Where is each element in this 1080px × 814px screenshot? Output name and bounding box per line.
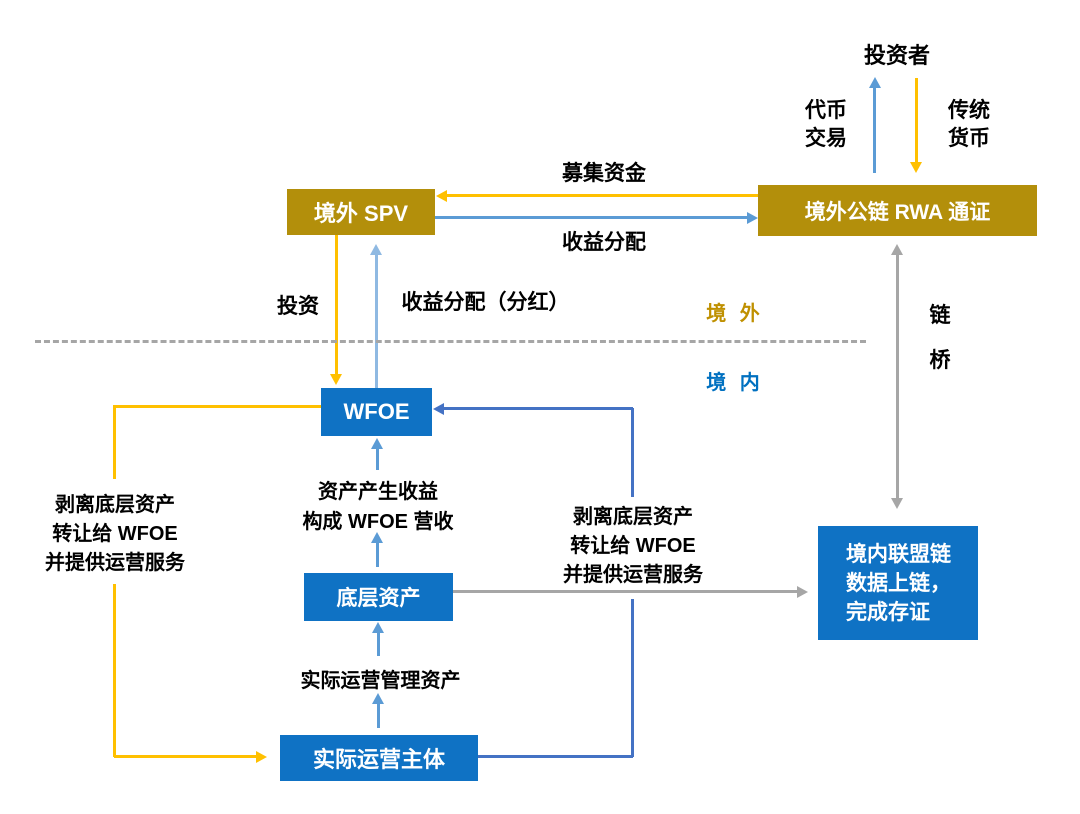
chain-bridge-arrow-line — [896, 254, 899, 499]
manage-assets-arrowhead-upper-icon — [372, 622, 384, 633]
divest-right-label: 剥离底层资产 转让给 WFOE 并提供运营服务 — [563, 506, 703, 586]
profit-distribution-arrowhead-right-icon — [747, 212, 758, 224]
chain-bridge-label-chain: 链 — [929, 304, 951, 327]
asset-income-arrow-upper-line — [376, 449, 379, 470]
divest-right-path-vertical-lower — [631, 599, 634, 757]
asset-income-arrowhead-upper-icon — [371, 438, 383, 449]
offshore-spv-box: 境外 SPV — [287, 189, 435, 235]
manage-assets-label: 实际运营管理资产 — [300, 670, 461, 692]
divest-right-path-top-line — [444, 407, 633, 410]
invest-label: 投资 — [277, 295, 319, 318]
divest-right-path-bottom-line — [478, 755, 633, 758]
profit-distribution-arrow-line — [435, 216, 747, 219]
attestation-arrowhead-right-icon — [797, 586, 808, 598]
traditional-currency-arrowhead-down-icon — [910, 162, 922, 173]
chain-bridge-label-bridge: 桥 — [929, 349, 951, 372]
raise-funds-label: 募集资金 — [562, 162, 646, 185]
onshore-region-label: 境 内 — [706, 372, 764, 394]
dividend-label: 收益分配（分红） — [401, 291, 570, 314]
divest-left-path-top-line — [114, 405, 321, 408]
divest-left-path-vertical-upper — [113, 405, 116, 479]
offshore-rwa-token-box: 境外公链 RWA 通证 — [758, 185, 1037, 236]
divest-left-arrowhead-right-icon — [256, 751, 267, 763]
invest-arrowhead-down-icon — [330, 374, 342, 385]
traditional-currency-arrow-line — [915, 78, 918, 162]
underlying-assets-box: 底层资产 — [304, 573, 453, 621]
divest-right-arrowhead-left-icon — [433, 403, 444, 415]
profit-distribution-label: 收益分配 — [562, 231, 646, 254]
raise-funds-arrowhead-left-icon — [436, 190, 447, 202]
operating-entity-box: 实际运营主体 — [280, 735, 478, 781]
token-trade-arrow-line — [873, 88, 876, 173]
invest-arrow-line — [335, 235, 338, 375]
manage-assets-arrowhead-lower-icon — [372, 693, 384, 704]
attestation-arrow-line — [453, 590, 797, 593]
divest-right-path-vertical-upper — [631, 408, 634, 497]
asset-income-arrow-lower-line — [376, 542, 379, 567]
manage-assets-arrow-lower-line — [377, 703, 380, 728]
investor-label: 投资者 — [863, 43, 930, 68]
chain-bridge-arrowhead-down-icon — [891, 498, 903, 509]
token-trade-arrowhead-up-icon — [869, 77, 881, 88]
token-trade-label: 代币 交易 — [805, 99, 847, 151]
asset-income-label: 资产产生收益 构成 WFOE 营收 — [302, 481, 454, 533]
divest-left-path-vertical-lower — [113, 584, 116, 757]
divest-left-label: 剥离底层资产 转让给 WFOE 并提供运营服务 — [45, 494, 185, 574]
traditional-currency-label: 传统 货币 — [948, 99, 990, 151]
offshore-region-label: 境 外 — [706, 303, 764, 325]
dividend-arrow-line — [375, 255, 378, 388]
border-dashed-line — [35, 340, 866, 343]
raise-funds-arrow-line — [447, 194, 758, 197]
asset-income-arrowhead-lower-icon — [371, 532, 383, 543]
divest-left-path-bottom-line — [114, 755, 256, 758]
consortium-chain-box: 境内联盟链 数据上链， 完成存证 — [818, 526, 978, 640]
manage-assets-arrow-upper-line — [377, 633, 380, 656]
consortium-chain-text: 境内联盟链 数据上链， 完成存证 — [846, 542, 951, 624]
chain-bridge-arrowhead-up-icon — [891, 244, 903, 255]
wfoe-box: WFOE — [321, 388, 432, 436]
dividend-arrowhead-up-icon — [370, 244, 382, 255]
